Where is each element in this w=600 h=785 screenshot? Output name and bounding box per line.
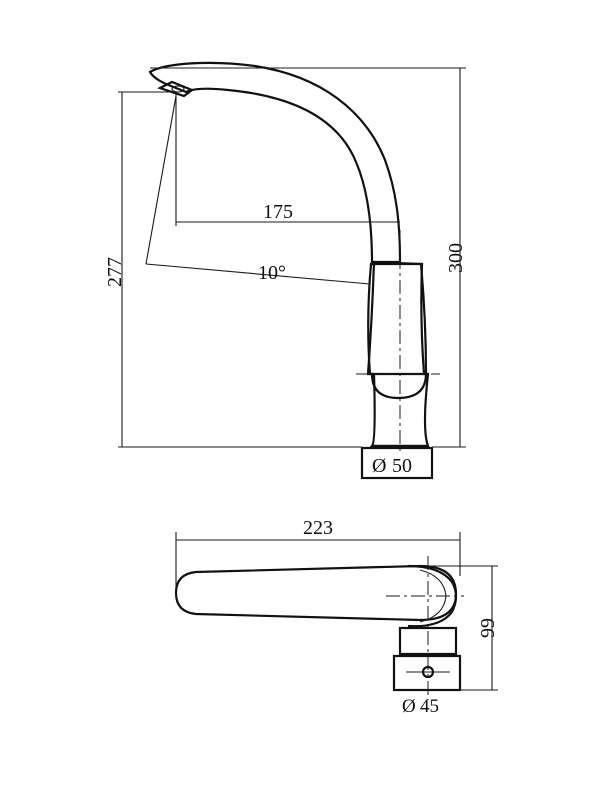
angle-ray-upper	[145, 95, 177, 265]
faucet-body	[366, 260, 430, 448]
diameter-symbol-50: Ø	[372, 455, 386, 477]
dim-223-label: 223	[303, 517, 333, 539]
spout-body	[148, 61, 402, 264]
side-view: 300 277 175 10° Ø 50	[104, 61, 467, 480]
dim-277-label: 277	[104, 257, 126, 287]
top-view: 223 99 Ø 45	[174, 517, 499, 717]
dim-300-label: 300	[445, 243, 467, 273]
top-lever	[174, 564, 458, 622]
angle-arc	[145, 263, 371, 285]
aerator-outlet	[171, 85, 185, 93]
diameter-symbol-45: Ø	[402, 696, 416, 717]
dim-handle-diameter: Ø 45	[402, 696, 439, 717]
base-plate	[360, 446, 434, 480]
dim-99-label: 99	[477, 618, 499, 638]
dim-angle-label: 10°	[258, 262, 286, 284]
dim-175-label: 175	[263, 201, 293, 223]
top-base-block	[398, 626, 458, 656]
dim-45-label: 45	[420, 696, 439, 717]
handle-cap	[370, 373, 428, 400]
handle-lever	[367, 262, 428, 376]
dim-50-label: 50	[392, 455, 412, 477]
dim-base-diameter: Ø 50	[372, 455, 412, 477]
top-base-plate	[392, 654, 462, 692]
